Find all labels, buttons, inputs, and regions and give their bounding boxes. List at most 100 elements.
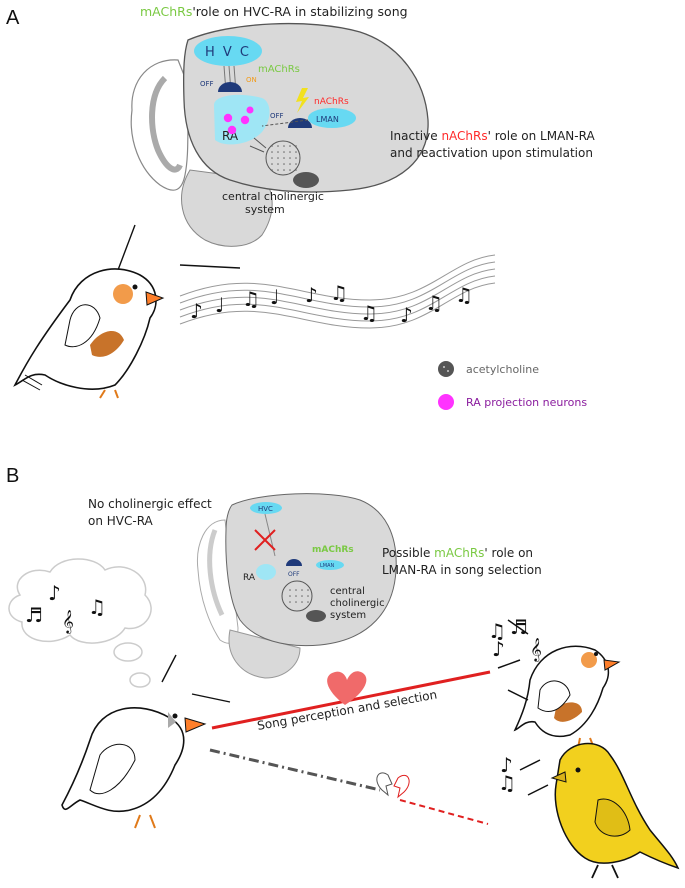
- lman-ra-projection-a: [261, 119, 309, 127]
- brainstem-a: [181, 169, 273, 247]
- hvc-nucleus-b: [250, 502, 282, 514]
- acetylcholine-legend-icon: [438, 361, 454, 377]
- zoom-lines-b: [161, 654, 231, 703]
- music-note-icon: ♫: [330, 281, 348, 305]
- cholinergic-fibers-a: [249, 137, 267, 153]
- nachrs-label-a: nAChRs: [314, 97, 349, 107]
- cerebellum-a: [130, 59, 191, 191]
- off-label-a: OFF: [200, 80, 214, 88]
- canary-wing: [594, 798, 631, 837]
- eye-a: [132, 284, 138, 290]
- male-eye-b: [594, 652, 598, 656]
- canary-eye: [575, 767, 581, 773]
- lman-ra-selection-text: LMAN-RA in song selection: [382, 563, 542, 577]
- hvc-label-b: HVC: [258, 505, 273, 513]
- panel-a-title-rest: 'role on HVC-RA in stabilizing song: [192, 4, 407, 19]
- thought-note-icon: ♪: [48, 581, 61, 605]
- hvc-label-a: H V C: [205, 45, 251, 60]
- broken-heart-right-icon: [393, 774, 410, 799]
- music-note-icon: ♫: [242, 287, 260, 311]
- legend-acetylcholine: acetylcholine: [466, 363, 539, 376]
- ra-neuron-dot: [227, 125, 237, 135]
- female-beak: [184, 717, 207, 733]
- lman-label-a: LMAN: [316, 115, 339, 124]
- male-beak-b: [603, 659, 621, 671]
- wing-a: [64, 304, 101, 348]
- ra-neuron-dot: [223, 113, 233, 123]
- brain-b: HVC RA LMAN OFF mAChRs central cholinerg…: [196, 493, 397, 679]
- central-cholinergic-b-2: cholinergic: [330, 598, 385, 609]
- acetylcholine-dots-a: [269, 145, 297, 171]
- acetylcholine-dots-b: [285, 585, 309, 607]
- panel-a-letter: A: [6, 7, 20, 29]
- rejection-line-red: [399, 799, 489, 825]
- canary-song-note-icon: ♪: [500, 753, 513, 777]
- flank-a: [90, 330, 124, 357]
- brain-a: H V C RA LMAN OFF ON mAChRs nAChRs OFF c…: [130, 22, 429, 247]
- legend-ra-neurons: RA projection neurons: [466, 396, 587, 409]
- thought-cloud: ♬ ♪ 𝄞 ♫: [8, 558, 152, 688]
- central-cholinergic-a-2: system: [245, 203, 285, 216]
- feet-a: [99, 389, 119, 399]
- lman-nucleus-a: [308, 108, 356, 128]
- rejection-line: [209, 748, 381, 792]
- broken-heart-left-icon: [376, 772, 393, 797]
- canary-beak: [550, 771, 567, 783]
- female-finch: [61, 707, 207, 829]
- machr-receptor-a: [218, 82, 242, 92]
- male-song-note-icon: ♫: [488, 619, 506, 643]
- cerebellum-folds-b: [207, 529, 225, 617]
- machrs-label-a: mAChRs: [258, 64, 300, 75]
- ra-neuron-legend-icon: [438, 394, 454, 410]
- reactivation-text: and reactivation upon stimulation: [390, 146, 593, 160]
- music-note-icon: ♪: [305, 283, 318, 307]
- cerebrum-b: [225, 493, 397, 647]
- ra-nucleus-b: [256, 564, 276, 580]
- ra-neuron-dot: [246, 106, 254, 114]
- heart-icon: [327, 671, 367, 705]
- treble-clef-icon: 𝄞: [62, 609, 74, 634]
- music-note-icon: ♪: [190, 299, 203, 323]
- male-cheek-b: [581, 652, 597, 668]
- cerebellum-folds-a: [149, 75, 183, 173]
- cerebrum-a: [182, 22, 429, 193]
- thought-note-icon: ♫: [88, 595, 106, 619]
- ra-label-b: RA: [243, 573, 256, 583]
- panel-b-letter: B: [6, 465, 19, 487]
- central-cholinergic-b-3: system: [330, 610, 366, 621]
- music-note-icon: ♩: [270, 285, 279, 309]
- off-label-a2: OFF: [270, 112, 284, 120]
- female-eye: [172, 713, 178, 719]
- sound-lines-male: [497, 619, 529, 701]
- zoom-lines-a: [117, 224, 241, 271]
- no-effect-line1: No cholinergic effect: [88, 497, 212, 511]
- canary-song-note-icon: ♫: [498, 771, 516, 795]
- music-note-icon: ♫: [455, 283, 473, 307]
- on-label-a: ON: [246, 76, 257, 84]
- central-cholinergic-b-1: central: [330, 586, 365, 597]
- central-cholinergic-a-1: central cholinergic: [222, 190, 324, 203]
- zebra-finch-a: [13, 268, 165, 399]
- thought-note-icon: ♬: [25, 603, 43, 627]
- male-song-note-icon: ♪: [492, 637, 505, 661]
- inactive-nachrs-text: Inactive nAChRs' role on LMAN-RA: [390, 129, 595, 143]
- panel-a-title-machrs: mAChRs: [140, 4, 192, 19]
- beak-a: [145, 291, 165, 306]
- music-note-icon: ♩: [215, 293, 224, 317]
- machrs-label-b: mAChRs: [312, 545, 354, 555]
- canary-feet: [591, 864, 619, 879]
- cheek-patch-a: [113, 284, 133, 304]
- tail-stripes-a: [21, 374, 43, 391]
- lman-nucleus-b: [316, 560, 344, 570]
- blocked-cross-icon: [254, 529, 276, 551]
- music-note-icon: ♫: [360, 301, 378, 325]
- stimulation-lightning-icon: [296, 88, 309, 113]
- no-effect-line2: on HVC-RA: [88, 514, 154, 528]
- off-label-b: OFF: [288, 571, 300, 578]
- female-feet: [134, 814, 156, 829]
- music-staff: ♪ ♩ ♫ ♩ ♪ ♫ ♫ ♪ ♫ ♫: [179, 254, 496, 329]
- hvc-nucleus-a: [194, 36, 262, 66]
- machr-receptor-b: [286, 559, 302, 566]
- music-note-icon: ♫: [425, 291, 443, 315]
- male-finch-b: [513, 645, 621, 749]
